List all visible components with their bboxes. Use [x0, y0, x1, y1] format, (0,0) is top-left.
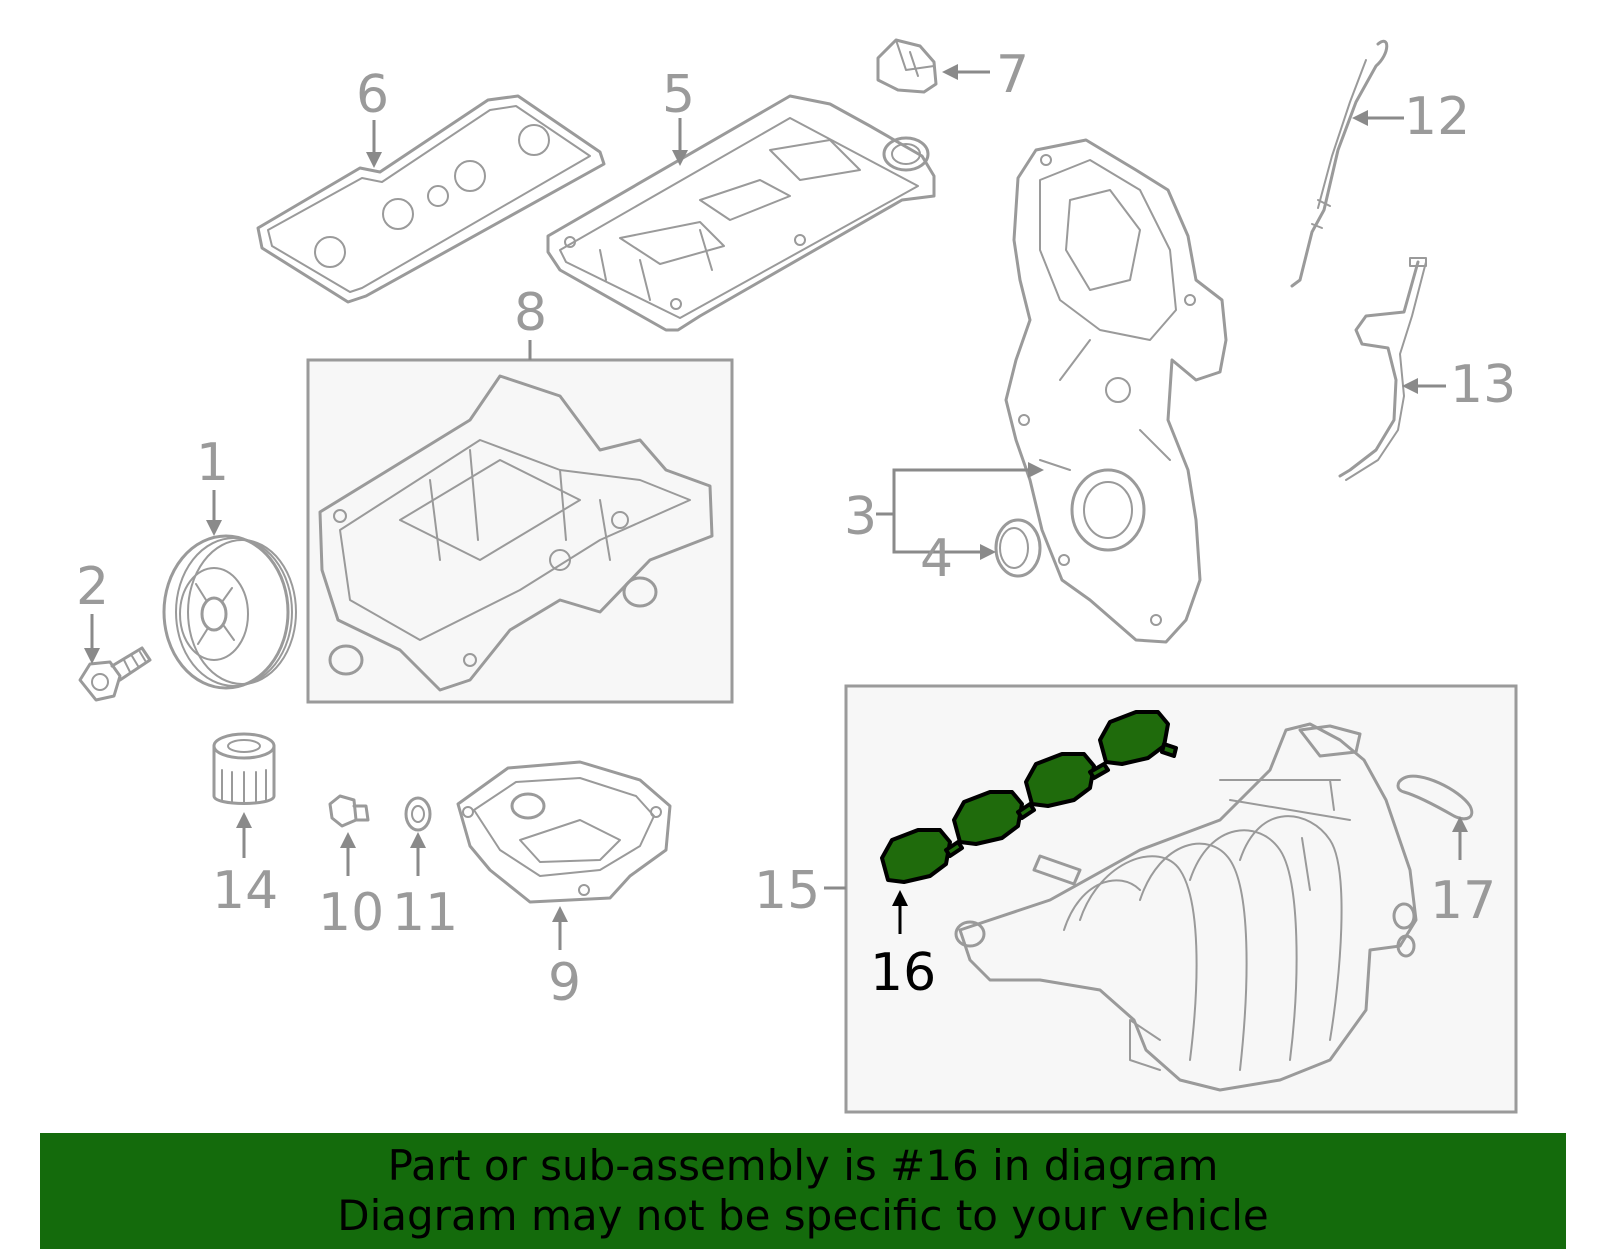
callout-13: 13 [1450, 355, 1516, 415]
callout-15: 15 [754, 861, 820, 921]
part-17-gasket-ring[interactable] [1396, 774, 1474, 821]
callout-5: 5 [662, 65, 695, 125]
callout-6: 6 [356, 65, 389, 125]
part-8-box [306, 358, 734, 704]
leader-lines [84, 64, 1468, 950]
callout-10: 10 [318, 883, 384, 943]
banner-line-2: Diagram may not be specific to your vehi… [337, 1191, 1269, 1240]
part-1-crank-pulley[interactable] [162, 534, 297, 690]
part-15-intake-manifold[interactable] [954, 722, 1418, 1092]
callout-4: 4 [920, 529, 953, 589]
part-16-intake-manifold-gasket[interactable] [880, 710, 1178, 884]
part-12-dipstick[interactable] [1290, 40, 1389, 288]
part-2-pulley-bolt[interactable] [78, 646, 152, 702]
part-8-oil-pan-upper[interactable] [318, 374, 714, 692]
callout-2: 2 [76, 557, 109, 617]
part-5-valve-cover[interactable] [546, 94, 936, 332]
part-7-oil-filler-cap[interactable] [876, 38, 938, 94]
info-banner: Part or sub-assembly is #16 in diagram D… [40, 1133, 1566, 1249]
callout-1: 1 [196, 433, 229, 493]
part-11-washer[interactable] [404, 796, 432, 832]
callout-9: 9 [548, 953, 581, 1013]
callout-12: 12 [1404, 87, 1470, 147]
part-15-box [844, 684, 1518, 1114]
part-6-valve-cover-gasket[interactable] [256, 94, 606, 304]
callout-17: 17 [1430, 871, 1496, 931]
callout-8: 8 [514, 283, 547, 343]
callout-3: 3 [844, 487, 877, 547]
part-9-oil-pan-lower[interactable] [456, 760, 672, 904]
callout-labels: 6 5 7 12 8 13 1 3 4 2 14 10 11 15 17 16 … [76, 45, 1516, 1013]
callout-16: 16 [870, 943, 936, 1003]
part-14-oil-filter[interactable] [212, 732, 276, 805]
part-13-dipstick-tube[interactable] [1338, 257, 1427, 481]
callout-7: 7 [996, 45, 1029, 105]
banner-line-1: Part or sub-assembly is #16 in diagram [387, 1141, 1219, 1190]
part-10-drain-plug[interactable] [328, 794, 370, 828]
callout-14: 14 [212, 861, 278, 921]
part-4-crank-seal[interactable] [994, 518, 1042, 578]
part-3-timing-cover[interactable] [1004, 138, 1228, 644]
callout-11: 11 [392, 883, 458, 943]
